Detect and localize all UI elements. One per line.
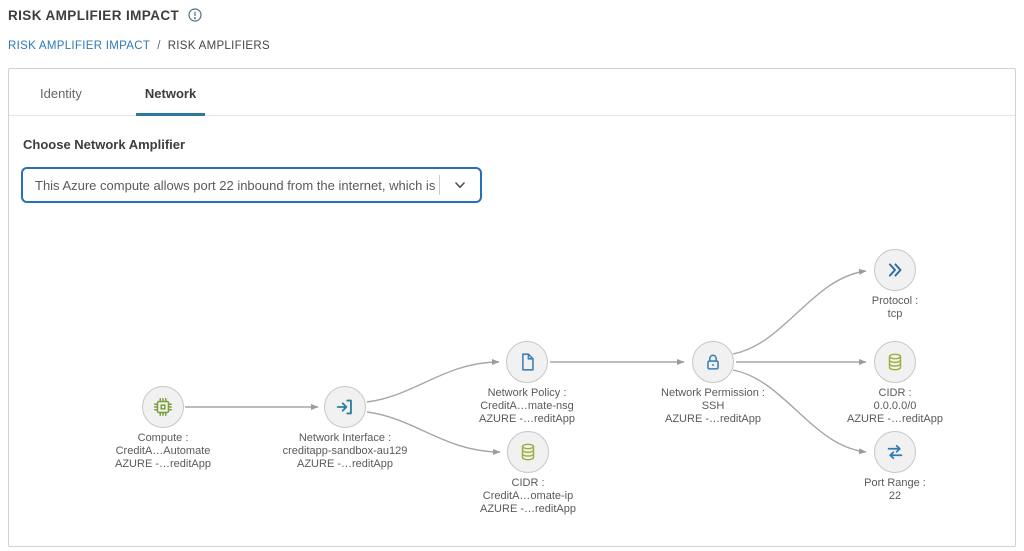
node-network-policy[interactable]: Network Policy : CreditA…mate-nsg AZURE …	[437, 341, 617, 426]
node-network-interface[interactable]: Network Interface : creditapp-sandbox-au…	[255, 386, 435, 471]
node-cidr-middle-label: CIDR : CreditA…omate-ip AZURE -…reditApp	[480, 477, 576, 515]
file-icon	[522, 353, 534, 371]
node-network-interface-label: Network Interface : creditapp-sandbox-au…	[282, 432, 408, 470]
node-cidr-right-label: CIDR : 0.0.0.0/0 AZURE -…reditApp	[847, 387, 943, 425]
node-cidr-right[interactable]: CIDR : 0.0.0.0/0 AZURE -…reditApp	[805, 341, 985, 426]
node-cidr-middle-circle[interactable]	[507, 431, 549, 473]
database-icon	[888, 353, 902, 371]
breadcrumb-current: RISK AMPLIFIERS	[167, 40, 270, 52]
chevron-down-icon	[440, 177, 480, 193]
node-network-interface-circle[interactable]	[324, 386, 366, 428]
page-header: RISK AMPLIFIER IMPACT	[8, 7, 203, 23]
tab-network[interactable]: Network	[135, 72, 206, 116]
page-title: RISK AMPLIFIER IMPACT	[8, 7, 180, 23]
database-icon	[521, 443, 535, 461]
select-value: This Azure compute allows port 22 inboun…	[35, 177, 439, 193]
info-icon[interactable]	[187, 7, 203, 23]
choose-network-amplifier-label: Choose Network Amplifier	[23, 137, 186, 152]
node-compute-circle[interactable]	[142, 386, 184, 428]
breadcrumb: RISK AMPLIFIER IMPACT / RISK AMPLIFIERS	[8, 40, 270, 52]
breadcrumb-separator: /	[157, 40, 161, 52]
node-compute-label: Compute : CreditA…Automate AZURE -…redit…	[115, 432, 211, 470]
select-divider	[439, 175, 440, 195]
node-network-permission-circle[interactable]	[692, 341, 734, 383]
tab-identity[interactable]: Identity	[40, 86, 82, 101]
node-protocol-circle[interactable]	[874, 249, 916, 291]
node-cidr-middle[interactable]: CIDR : CreditA…omate-ip AZURE -…reditApp	[438, 431, 618, 516]
network-amplifier-select[interactable]: This Azure compute allows port 22 inboun…	[21, 167, 482, 203]
tab-bar: Identity Network	[9, 69, 1015, 116]
breadcrumb-link-risk-amplifier-impact[interactable]: RISK AMPLIFIER IMPACT	[8, 40, 151, 52]
node-port-range[interactable]: Port Range : 22	[805, 431, 985, 503]
chip-icon	[154, 398, 172, 416]
node-network-permission-label: Network Permission : SSH AZURE -…reditAp…	[661, 387, 765, 425]
node-network-policy-circle[interactable]	[506, 341, 548, 383]
node-protocol[interactable]: Protocol : tcp	[805, 249, 985, 321]
node-port-range-circle[interactable]	[874, 431, 916, 473]
node-compute[interactable]: Compute : CreditA…Automate AZURE -…redit…	[73, 386, 253, 471]
node-port-range-label: Port Range : 22	[864, 477, 926, 502]
enter-icon	[336, 399, 352, 415]
node-cidr-right-circle[interactable]	[874, 341, 916, 383]
node-network-policy-label: Network Policy : CreditA…mate-nsg AZURE …	[479, 387, 575, 425]
node-protocol-label: Protocol : tcp	[871, 295, 919, 320]
double-chevron-icon	[888, 263, 902, 277]
content-card: Identity Network Choose Network Amplifie…	[8, 68, 1016, 547]
node-network-permission[interactable]: Network Permission : SSH AZURE -…reditAp…	[623, 341, 803, 426]
transfer-icon	[887, 444, 903, 460]
lock-icon	[707, 354, 719, 370]
